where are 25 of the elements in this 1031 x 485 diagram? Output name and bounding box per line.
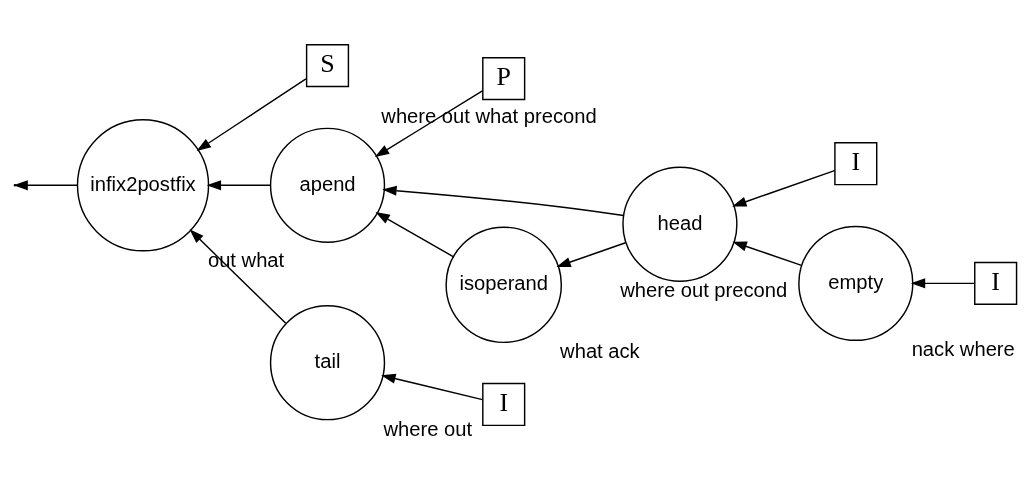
arrow [910,277,976,288]
arrow [206,179,271,190]
node-label: where out what precond [381,104,597,127]
node-circle: empty [798,225,914,341]
node-circle: tail [269,304,386,420]
node-circle: head [622,166,738,282]
arrow [732,241,803,266]
node-box: I [834,141,878,185]
arrow [196,77,307,151]
node-circle: apend [269,127,386,243]
arrow [374,89,484,157]
node-circle: isoperand [445,226,562,343]
node-box: I [482,382,526,426]
node-label: nack where [911,337,1015,360]
node-label: what ack [560,339,640,362]
node-box: I [974,261,1018,305]
arrow [556,241,627,267]
arrow [381,373,484,400]
node-box: S [305,43,350,87]
arrow [732,169,836,206]
node-label: where out [383,417,473,440]
arrow [382,185,625,216]
node-box: P [482,56,526,100]
arrow [375,211,455,258]
arrow [189,228,287,324]
